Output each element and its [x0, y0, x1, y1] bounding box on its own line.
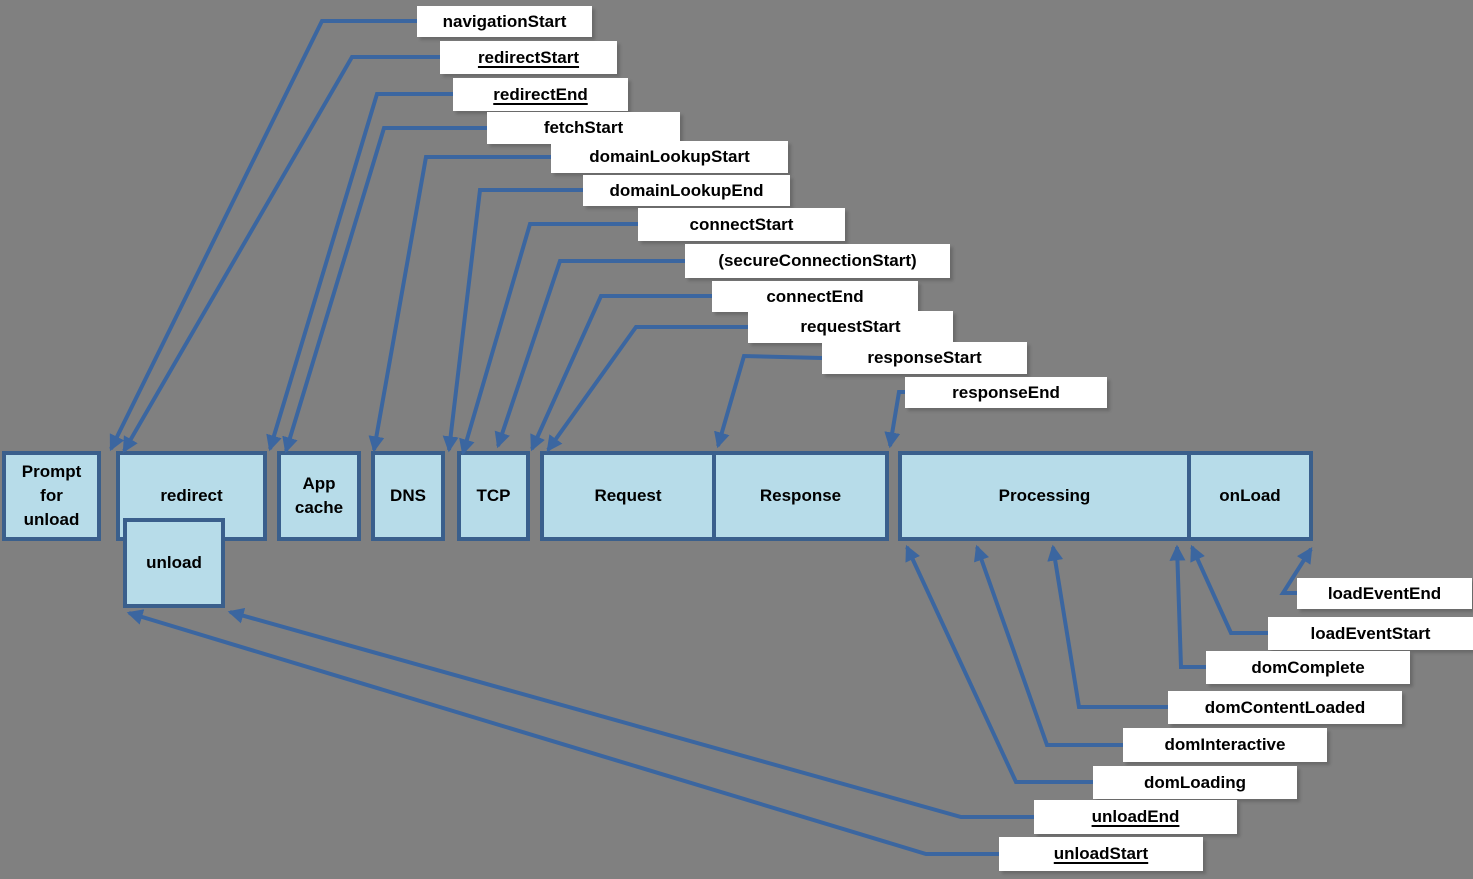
event-label-domLoading: domLoading [1093, 766, 1297, 799]
event-label-unloadStart: unloadStart [999, 837, 1203, 871]
arrow-connectEnd [530, 294, 712, 452]
arrow-navigationStart [109, 19, 417, 452]
timeline-box-dns: DNS [371, 451, 445, 541]
arrow-domLoading [905, 544, 1093, 784]
arrow-redirectEnd [266, 92, 453, 452]
event-label-domComplete: domComplete [1206, 651, 1410, 684]
timeline-box-request: Request [544, 455, 716, 537]
arrow-unloadStart [126, 609, 999, 856]
event-label-fetchStart: fetchStart [487, 112, 680, 144]
arrow-domInteractive [973, 544, 1123, 747]
timeline-box-tcp: TCP [457, 451, 530, 541]
event-label-domainLookupStart: domainLookupStart [551, 141, 788, 173]
event-label-loadEventStart: loadEventStart [1268, 617, 1473, 650]
arrow-domainLookupStart [368, 155, 551, 453]
event-label-responseEnd: responseEnd [905, 377, 1107, 408]
arrow-secureConnectionStart [494, 259, 685, 449]
event-label-secureConnectionStart: (secureConnectionStart) [685, 244, 950, 278]
arrow-fetchStart [282, 126, 487, 454]
arrow-loadEventStart [1190, 544, 1268, 635]
arrow-domContentLoaded [1047, 544, 1168, 709]
event-label-responseStart: responseStart [822, 342, 1027, 374]
arrow-connectStart [459, 222, 638, 456]
arrow-domComplete [1169, 544, 1206, 669]
event-label-requestStart: requestStart [748, 311, 953, 343]
timeline-box-onload: onLoad [1219, 486, 1281, 505]
event-label-redirectStart: redirectStart [440, 41, 617, 74]
event-label-connectStart: connectStart [638, 208, 845, 241]
event-label-domInteractive: domInteractive [1123, 728, 1327, 762]
timeline-box-app-cache: App cache [277, 451, 361, 541]
arrow-responseEnd [884, 390, 905, 449]
timeline-box-processing-onload: Processing onLoad [898, 451, 1313, 541]
timeline-box-request-response: Request Response [540, 451, 889, 541]
event-label-connectEnd: connectEnd [712, 281, 918, 312]
event-label-navigationStart: navigationStart [417, 6, 592, 37]
timeline-box-prompt-for-unload: Prompt for unload [2, 451, 101, 541]
arrow-unloadEnd [227, 607, 1034, 819]
event-label-domainLookupEnd: domainLookupEnd [583, 175, 790, 206]
event-label-domContentLoaded: domContentLoaded [1168, 691, 1402, 724]
event-label-unloadEnd: unloadEnd [1034, 800, 1237, 834]
timeline-box-processing: Processing [902, 455, 1191, 537]
arrow-responseStart [714, 353, 823, 449]
event-label-redirectEnd: redirectEnd [453, 78, 628, 111]
arrow-requestStart [546, 325, 748, 452]
timeline-box-response: Response [759, 486, 842, 505]
arrow-domainLookupEnd [442, 188, 583, 453]
event-label-loadEventEnd: loadEventEnd [1297, 578, 1472, 609]
arrow-redirectStart [122, 55, 440, 454]
timeline-box-unload: unload [123, 518, 225, 608]
